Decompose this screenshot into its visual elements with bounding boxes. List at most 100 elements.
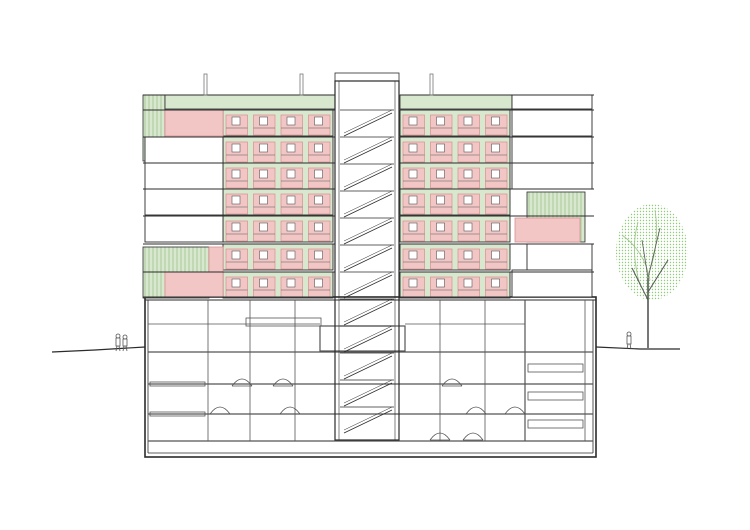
window	[491, 278, 500, 288]
stair-flight	[343, 166, 393, 191]
basement-levels	[148, 300, 593, 442]
window	[259, 169, 268, 179]
window	[259, 116, 268, 126]
window	[231, 116, 241, 126]
window	[491, 195, 500, 205]
side-volume-right	[511, 136, 593, 164]
parked-car	[504, 406, 526, 415]
stair-flight-rail	[343, 244, 393, 269]
apartment-right	[514, 217, 581, 243]
window	[436, 278, 445, 288]
window	[286, 250, 296, 260]
window	[436, 143, 445, 153]
ramp	[527, 391, 584, 401]
window	[259, 195, 268, 205]
window	[314, 222, 323, 232]
window	[259, 278, 268, 288]
stair-flight	[343, 328, 393, 353]
ground-line	[51, 346, 680, 353]
core-walls	[334, 80, 400, 441]
window	[286, 222, 296, 232]
window	[408, 278, 418, 288]
parked-car	[272, 378, 294, 387]
window	[231, 143, 241, 153]
parked-car	[429, 432, 451, 441]
side-volume-right	[526, 243, 593, 271]
roof-vents	[203, 72, 434, 96]
window	[231, 278, 241, 288]
window	[314, 169, 323, 179]
window	[231, 222, 241, 232]
window	[314, 143, 323, 153]
window	[463, 278, 473, 288]
window	[231, 169, 241, 179]
window	[314, 278, 323, 288]
window	[408, 169, 418, 179]
stair-flight	[343, 247, 393, 272]
apartment-top-left	[164, 109, 224, 137]
window	[491, 116, 500, 126]
parked-car	[441, 378, 463, 387]
stair-flight-rail	[343, 109, 393, 134]
ramp	[527, 419, 584, 429]
parked-car	[279, 406, 301, 415]
window	[408, 116, 418, 126]
window	[491, 169, 500, 179]
window	[436, 250, 445, 260]
apartment-step	[208, 246, 224, 273]
window	[463, 169, 473, 179]
window	[408, 250, 418, 260]
window	[463, 250, 473, 260]
parked-car	[209, 406, 231, 415]
person-left	[115, 333, 121, 352]
window	[491, 143, 500, 153]
window	[436, 222, 445, 232]
window	[286, 169, 296, 179]
window	[286, 195, 296, 205]
window	[259, 250, 268, 260]
window	[463, 222, 473, 232]
ramp-left	[149, 411, 206, 417]
stair-flight	[343, 382, 393, 407]
parked-car	[462, 432, 484, 441]
stair-flight-rail	[343, 379, 393, 404]
side-volume-left	[144, 162, 224, 190]
ramp	[527, 363, 584, 373]
window	[436, 116, 445, 126]
person-right	[626, 331, 632, 350]
window	[436, 195, 445, 205]
stair-flight	[343, 409, 393, 434]
stair-flight	[343, 112, 393, 137]
stair-flight-rail	[343, 163, 393, 188]
window	[408, 143, 418, 153]
side-volume-right	[511, 94, 593, 110]
stair-flight-rail	[343, 406, 393, 431]
side-volume-left	[144, 188, 224, 216]
window	[491, 222, 500, 232]
stair-flight-rail	[343, 298, 393, 323]
window	[314, 250, 323, 260]
lobby	[319, 325, 406, 352]
window	[463, 195, 473, 205]
window	[491, 250, 500, 260]
window	[463, 143, 473, 153]
window	[231, 250, 241, 260]
ramp-left	[149, 381, 206, 387]
window	[463, 116, 473, 126]
stair-flight-rail	[343, 271, 393, 296]
upper-floors	[142, 94, 594, 299]
stair-flight	[343, 193, 393, 218]
window	[436, 169, 445, 179]
apartment-bottom-left	[164, 271, 224, 298]
side-volume-left	[144, 215, 224, 243]
stair-core	[334, 80, 400, 441]
side-volume-right	[511, 162, 593, 190]
window	[408, 222, 418, 232]
window	[286, 116, 296, 126]
roof-parapet-left	[164, 94, 336, 110]
roof-parapet-right	[399, 94, 513, 110]
window	[314, 116, 323, 126]
stair-flight-rail	[343, 190, 393, 215]
window	[286, 143, 296, 153]
